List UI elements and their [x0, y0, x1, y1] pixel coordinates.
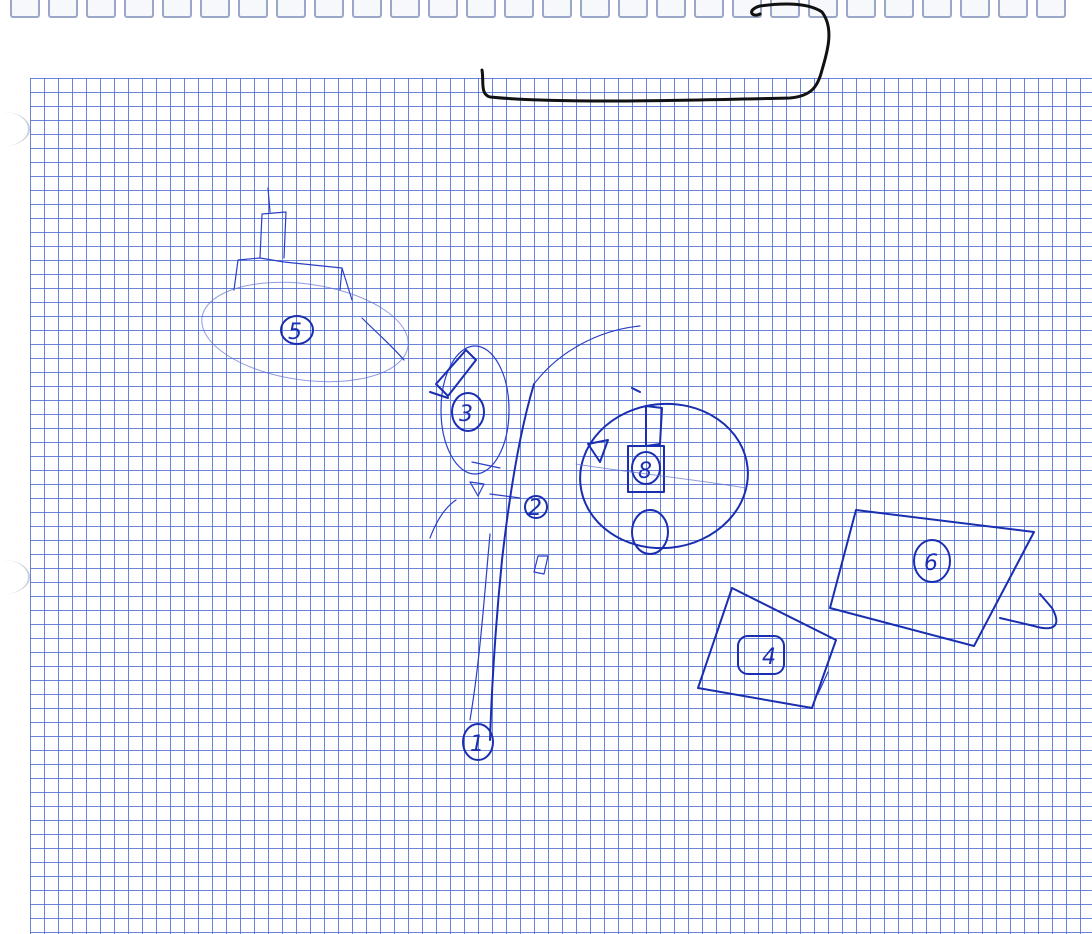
- marker-6-label: 6: [924, 551, 938, 576]
- zone-ellipse-5: [195, 270, 414, 394]
- marker-4-group: 4: [698, 588, 836, 708]
- tick-mark: [430, 500, 456, 538]
- connector-line: [362, 318, 404, 360]
- marker-4-box: [738, 636, 784, 674]
- marker-2-group: 2: [525, 496, 548, 574]
- path-line-main: [490, 384, 534, 740]
- marker-4-label: 4: [762, 645, 776, 670]
- marker-6-group: 6: [830, 510, 1056, 646]
- tower-sketch-icon: [234, 188, 352, 300]
- marker-3-group: 3: [430, 346, 520, 538]
- path-line-arc: [534, 326, 640, 384]
- marker-5-group: 5: [195, 188, 414, 394]
- marker-1-group: 1: [463, 326, 640, 760]
- marker-1-label: 1: [470, 732, 484, 757]
- marker-6-arrow: [1000, 594, 1056, 628]
- zone-quad-6: [830, 510, 1034, 646]
- marker-5-label: 5: [288, 320, 302, 345]
- camera-sketch-icon: [430, 350, 476, 398]
- marker-8-group: 8: [573, 388, 755, 556]
- device-sketch: [588, 388, 662, 462]
- marker-8-label: 8: [638, 459, 652, 484]
- marker-3-label: 3: [459, 402, 473, 427]
- marker-2-label: 2: [528, 496, 542, 521]
- path-line-secondary: [470, 534, 490, 720]
- faint-line: [576, 464, 746, 488]
- small-square-sketch: [534, 556, 548, 574]
- blank-label-box: [482, 4, 829, 101]
